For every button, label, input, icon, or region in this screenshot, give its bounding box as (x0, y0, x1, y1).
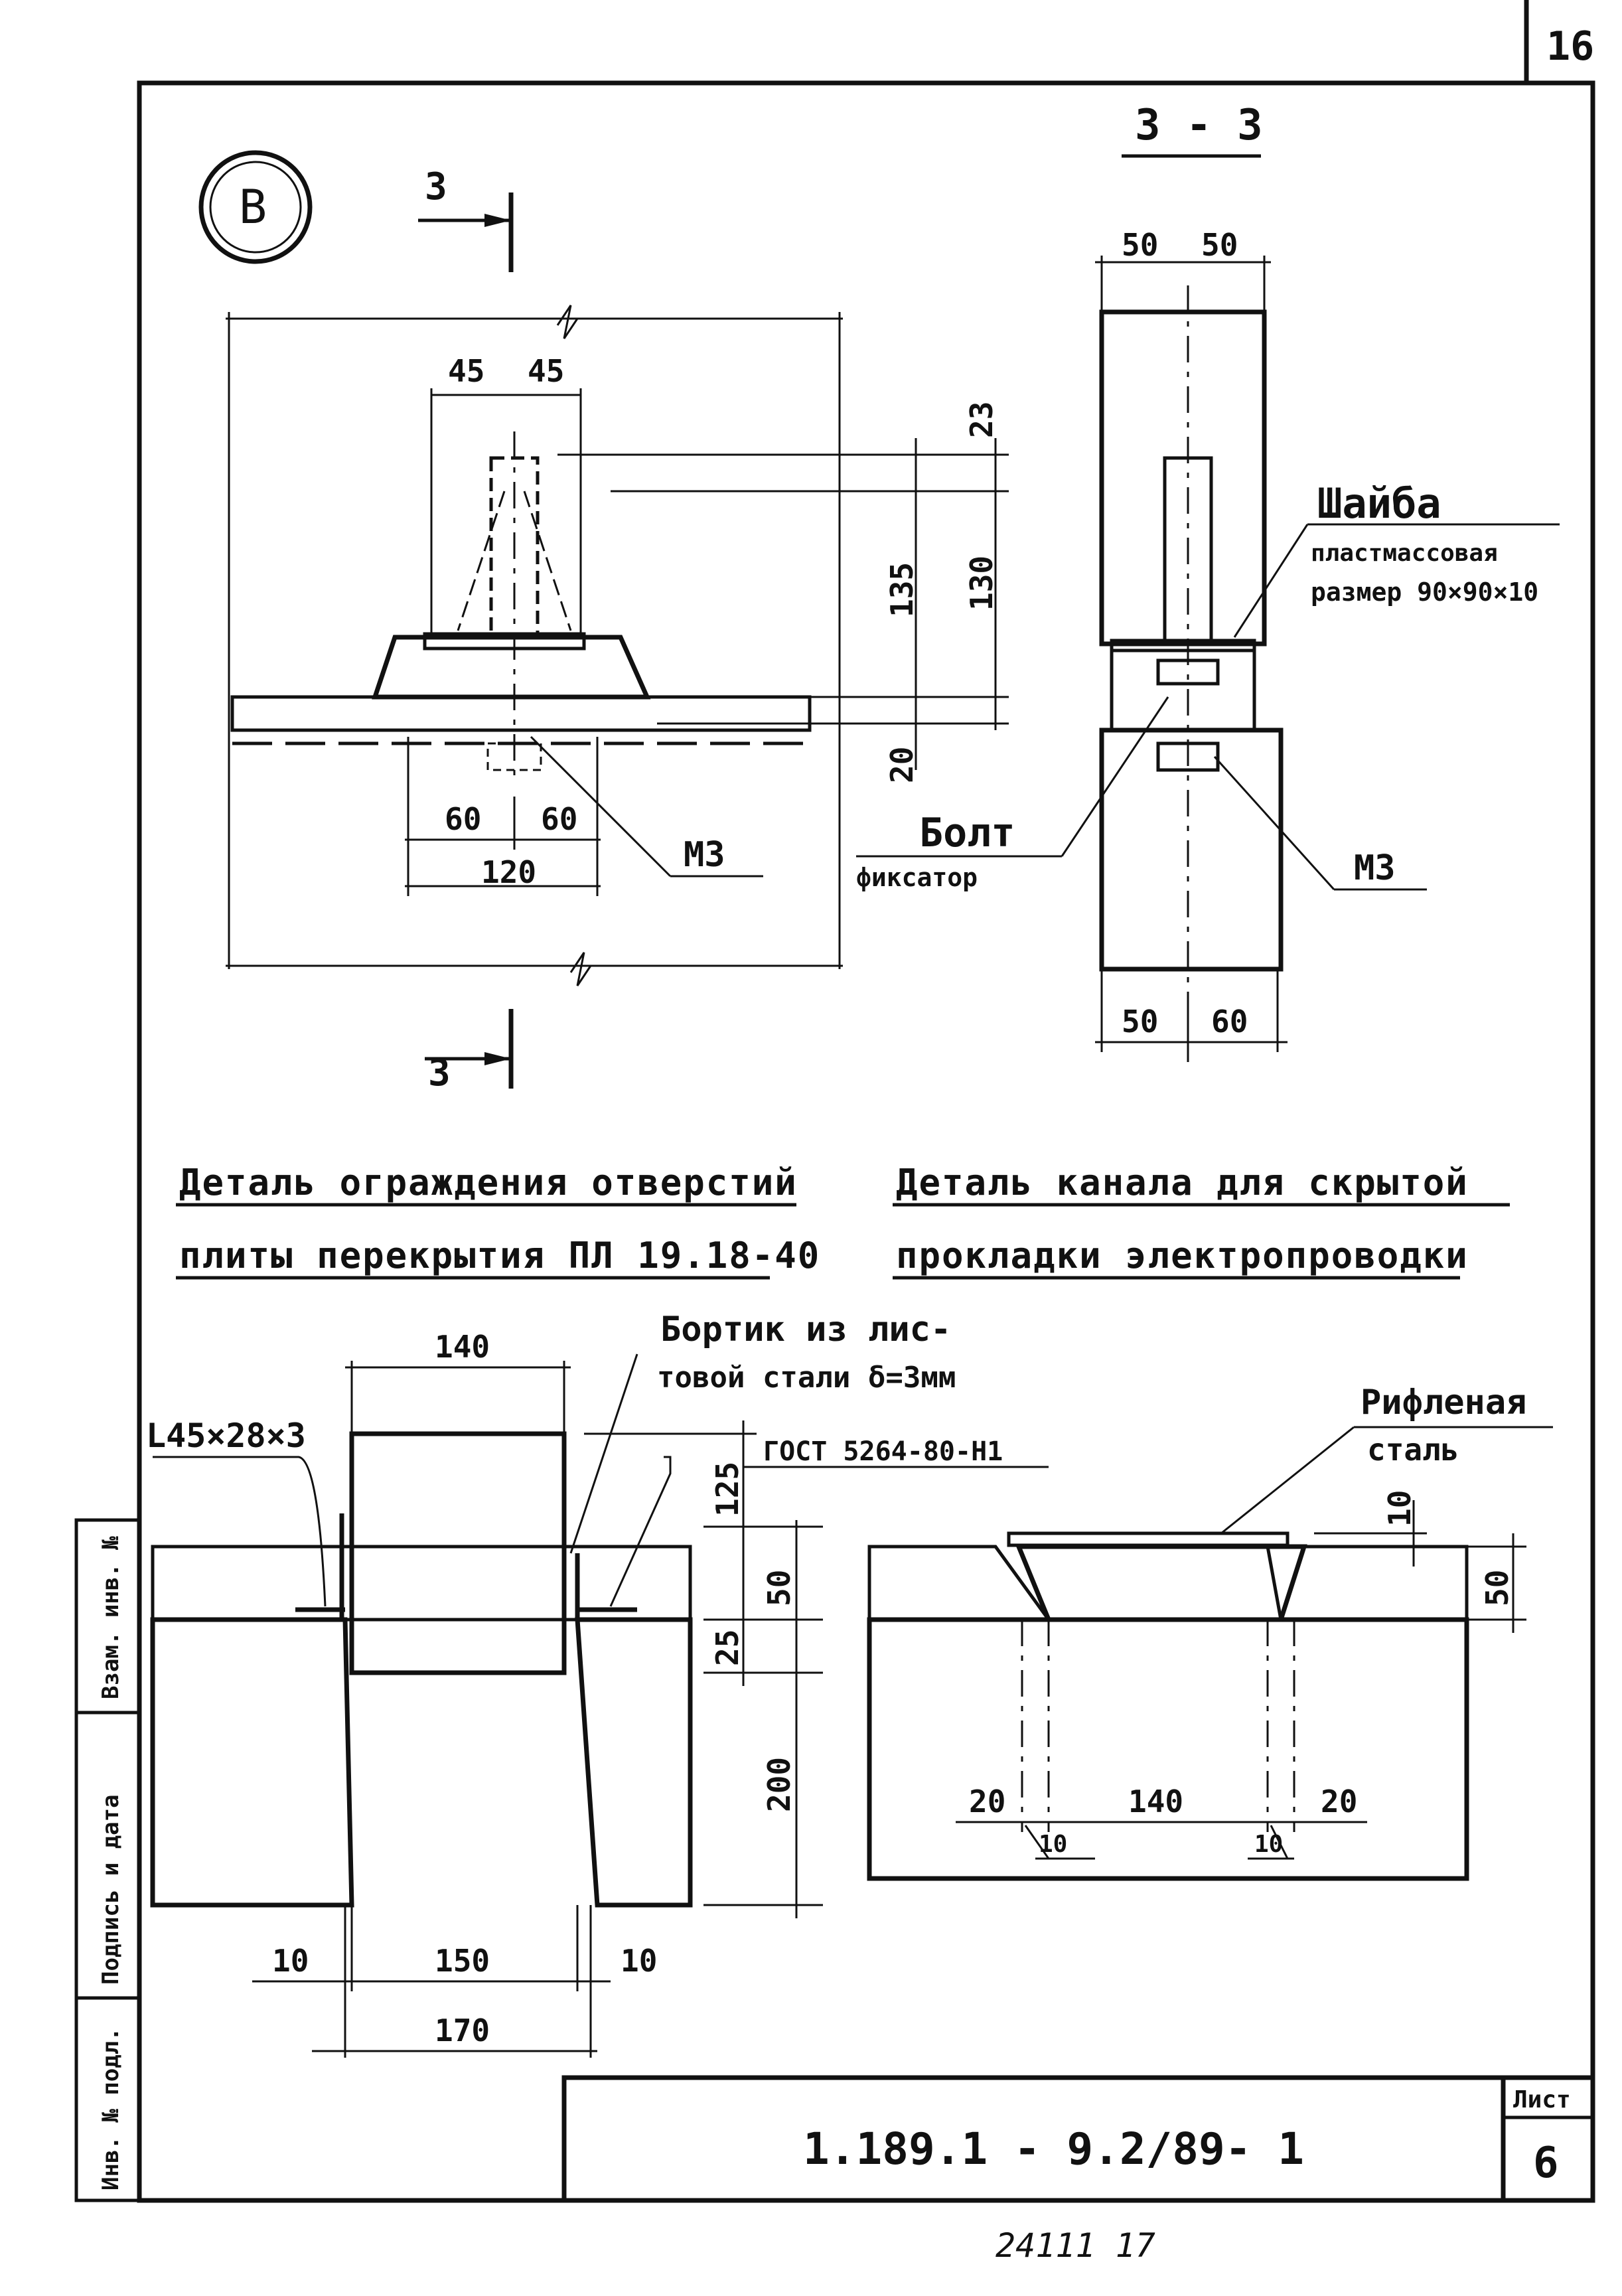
svg-text:50: 50 (1122, 1004, 1158, 1039)
svg-text:140: 140 (435, 1329, 490, 1365)
svg-text:135: 135 (884, 562, 920, 617)
svg-text:130: 130 (964, 556, 999, 611)
plate-label-1: Рифленая (1361, 1383, 1526, 1422)
sheet-number: 6 (1533, 2139, 1559, 2188)
svg-text:10: 10 (1382, 1490, 1418, 1527)
side-stamp: Инв. № подл. Подпись и дата Взам. инв. № (74, 1518, 141, 2202)
section-mark-bottom-label: 3 (428, 1051, 451, 1095)
section-3-3: 3 - 3 50 50 50 60 Шайба пластмассовая ра… (856, 101, 1560, 1062)
svg-text:45: 45 (448, 353, 484, 389)
svg-text:10: 10 (1254, 1831, 1283, 1858)
stamp-inv-no: Инв. № подл. (98, 2027, 124, 2190)
svg-text:20: 20 (969, 1784, 1005, 1819)
detail-b-dims: 45 45 23 135 130 20 60 60 120 М3 (405, 353, 1009, 896)
svg-text:170: 170 (435, 2013, 490, 2048)
washer-label: Шайба (1317, 479, 1441, 528)
svg-text:140: 140 (1128, 1784, 1183, 1819)
svg-text:50: 50 (1122, 227, 1158, 263)
washer-sub2: размер 90×90×10 (1311, 577, 1538, 607)
svg-text:10: 10 (1039, 1831, 1067, 1858)
svg-text:200: 200 (761, 1757, 797, 1812)
svg-text:10: 10 (272, 1943, 309, 1979)
title-left-1: Деталь ограждения отверстий (179, 1162, 798, 1203)
svg-text:60: 60 (1211, 1004, 1248, 1039)
svg-text:50: 50 (1201, 227, 1238, 263)
svg-text:120: 120 (481, 854, 536, 890)
stamp-replaced-inv: Взам. инв. № (98, 1536, 124, 1699)
rim-label-2: товой стали δ=3мм (657, 1361, 956, 1395)
doc-code: 1.189.1 - 9.2/89- 1 (803, 2123, 1304, 2175)
stamp-signature-date: Подпись и дата (98, 1794, 124, 1985)
angle-label: L45×28×3 (146, 1416, 306, 1455)
bolt-label: Болт (919, 810, 1015, 856)
detail-b: В 3 3 (198, 150, 1009, 1095)
title-right-1: Деталь канала для скрытой (896, 1162, 1469, 1203)
bolt-sub: фиксатор (856, 863, 978, 892)
detail-b-m3: М3 (684, 835, 725, 875)
svg-text:25: 25 (709, 1630, 745, 1666)
section-mark-top: 3 (418, 165, 514, 272)
title-left-2: плиты перекрытия ПЛ 19.18-40 (179, 1235, 820, 1276)
title-right-2: прокладки электропроводки (896, 1235, 1469, 1276)
rim-label-1: Бортик из лис- (660, 1310, 951, 1349)
sheet-label: Лист (1513, 2086, 1571, 2113)
footer-note: 24111 17 (995, 2226, 1155, 2265)
section-33-m3: М3 (1354, 848, 1396, 888)
section-mark-bottom: 3 (425, 1009, 514, 1095)
svg-text:20: 20 (1321, 1784, 1357, 1819)
section-title: 3 - 3 (1135, 101, 1263, 150)
plate-label-2: сталь (1367, 1432, 1459, 1468)
svg-text:45: 45 (528, 353, 564, 389)
svg-text:20: 20 (884, 747, 920, 783)
svg-text:50: 50 (1479, 1570, 1515, 1606)
washer-sub1: пластмассовая (1311, 540, 1498, 567)
title-block: 1.189.1 - 9.2/89- 1 Лист 6 (561, 2075, 1595, 2203)
gost-label: ГОСТ 5264-80-Н1 (763, 1436, 1003, 1467)
section-mark-top-label: 3 (425, 165, 447, 208)
svg-text:60: 60 (541, 801, 577, 837)
svg-text:10: 10 (621, 1943, 657, 1979)
svg-text:125: 125 (709, 1462, 745, 1517)
detail-titles: Деталь ограждения отверстий плиты перекр… (176, 1162, 1510, 1280)
opening-detail: 140 Бортик из лис- товой стали δ=3мм L45… (146, 1310, 1049, 2058)
svg-text:60: 60 (445, 801, 481, 837)
channel-detail: Рифленая сталь 10 50 20 140 20 10 10 (867, 1383, 1553, 1881)
detail-marker: В (239, 180, 267, 234)
sheet-top-number: 16 (1546, 23, 1594, 70)
svg-text:50: 50 (761, 1570, 797, 1606)
svg-text:150: 150 (435, 1943, 490, 1979)
svg-text:23: 23 (964, 402, 999, 438)
sheet-frame: 16 (137, 0, 1595, 2203)
